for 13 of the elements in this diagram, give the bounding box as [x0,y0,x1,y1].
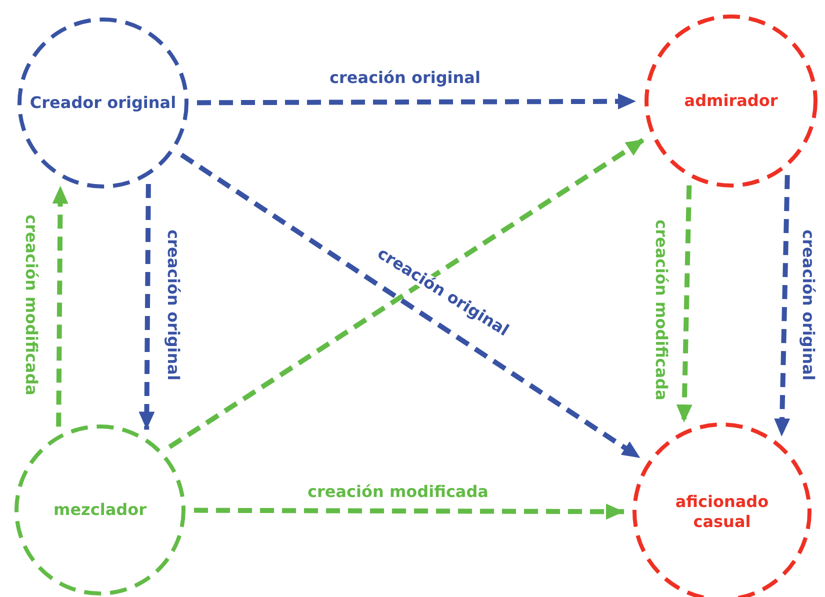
node-label: aficionado casual [674,492,770,532]
dashed-arrow [197,93,636,110]
dashed-arrow [676,185,692,423]
dashed-arrow [52,186,68,427]
node-label: admirador [684,91,778,111]
dashed-arrow [774,175,790,437]
dashed-arrow [194,504,624,520]
dashed-circle-node [17,17,189,189]
dashed-circle-node [644,14,818,188]
node-label: mezclador [54,500,146,520]
node-label: Creador original [30,93,176,113]
dashed-circle-node [14,424,186,596]
dashed-arrow [138,184,155,430]
